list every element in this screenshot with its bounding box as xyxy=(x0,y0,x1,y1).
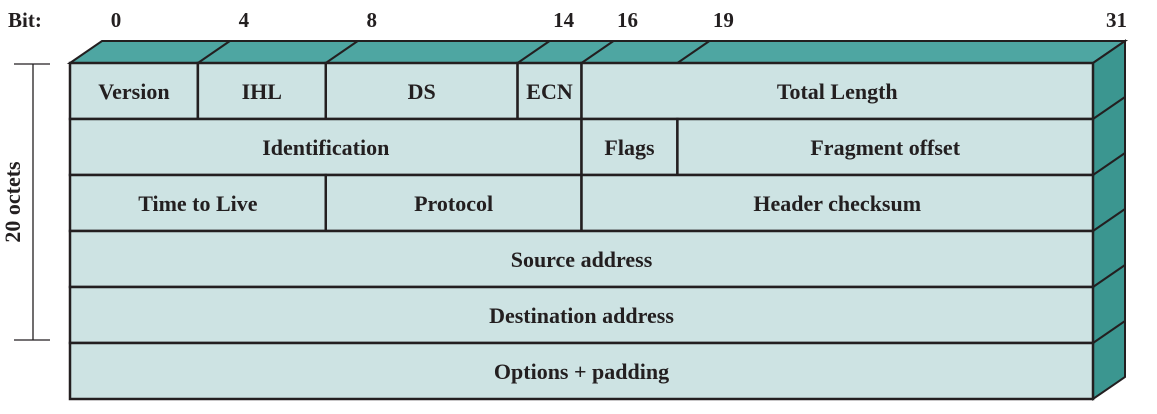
top-divider xyxy=(676,40,710,64)
top-divider xyxy=(197,40,231,64)
bit-label: Bit: xyxy=(8,8,42,32)
bit-tick-4: 4 xyxy=(239,8,250,32)
field-label: Identification xyxy=(262,135,389,160)
header-row: Identification Flags Fragment offset xyxy=(68,117,1095,177)
field-label: ECN xyxy=(526,79,573,104)
bit-tick-16: 16 xyxy=(617,8,638,32)
side-divider xyxy=(1092,208,1126,232)
side-divider xyxy=(1092,320,1126,344)
field-label: Options + padding xyxy=(494,359,669,384)
bit-tick-0: 0 xyxy=(111,8,122,32)
field-box xyxy=(68,229,1095,289)
top-face xyxy=(66,40,1129,64)
bit-tick-14: 14 xyxy=(553,8,575,32)
top-divider xyxy=(325,40,359,64)
field-label: Protocol xyxy=(414,191,493,216)
header-row: Time to Live Protocol Header checksum xyxy=(68,173,1095,233)
header-row: Source address xyxy=(68,229,1095,289)
octet-bracket: 20 octets xyxy=(0,63,50,341)
bit-tick-8: 8 xyxy=(367,8,378,32)
side-face xyxy=(1092,39,1126,401)
field-label: Time to Live xyxy=(138,191,258,216)
field-box xyxy=(68,341,1095,401)
header-rows: Version IHL DS ECN Total LengthIdentificatio… xyxy=(68,61,1095,401)
header-row: Destination address xyxy=(68,285,1095,345)
top-divider xyxy=(580,40,615,64)
bit-scale: Bit: 0 4 8 14 16 19 31 xyxy=(8,8,1127,32)
side-label: 20 octets xyxy=(0,161,25,243)
bit-tick-31: 31 xyxy=(1106,8,1127,32)
field-label: Source address xyxy=(511,247,653,272)
field-box xyxy=(68,285,1095,345)
header-row: Options + padding xyxy=(68,341,1095,401)
field-box xyxy=(580,61,1095,121)
top-divider xyxy=(516,40,551,64)
field-box xyxy=(324,61,519,121)
field-label: IHL xyxy=(242,79,282,104)
field-label: Header checksum xyxy=(753,191,921,216)
field-box xyxy=(676,117,1095,177)
header-row: Version IHL DS ECN Total Length xyxy=(68,61,1095,121)
field-box xyxy=(516,61,583,121)
field-box xyxy=(68,61,200,121)
side-divider xyxy=(1092,96,1126,120)
field-label: Destination address xyxy=(489,303,674,328)
field-label: DS xyxy=(408,79,436,104)
bit-tick-19: 19 xyxy=(713,8,734,32)
field-label: Version xyxy=(98,79,169,104)
field-label: Flags xyxy=(604,135,655,160)
field-box xyxy=(324,173,583,233)
field-label: Total Length xyxy=(777,79,898,104)
field-box xyxy=(580,173,1095,233)
field-box xyxy=(68,117,583,177)
field-label: Fragment offset xyxy=(810,135,960,160)
side-divider xyxy=(1092,264,1126,288)
side-divider xyxy=(1092,152,1126,176)
